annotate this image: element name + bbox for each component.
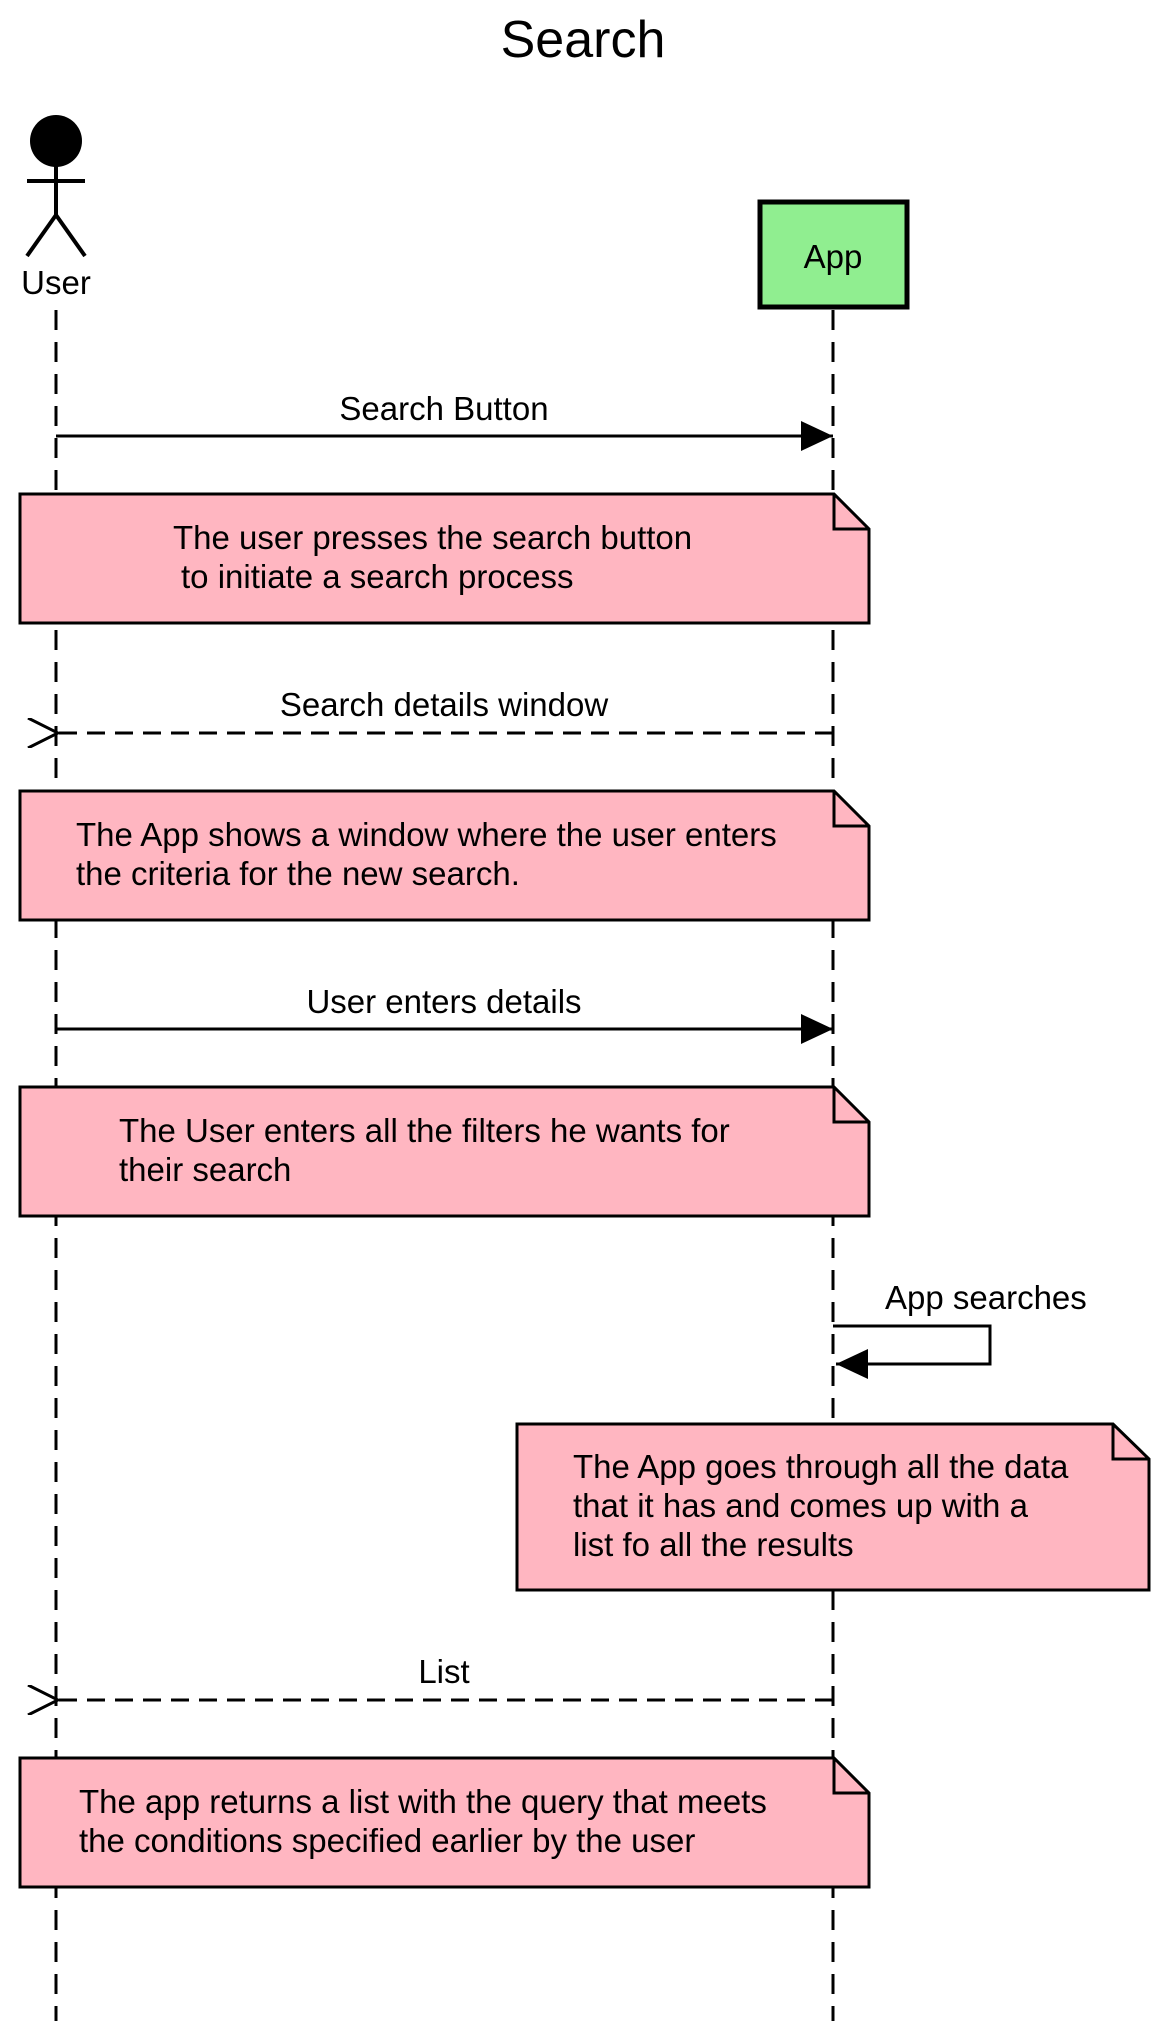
- note-text: The user presses the search button: [173, 519, 692, 556]
- message-label: User enters details: [306, 983, 581, 1020]
- app-participant-label: App: [804, 238, 863, 275]
- note-1: The user presses the search button to in…: [18, 492, 871, 625]
- note-text: The App shows a window where the user en…: [76, 816, 777, 853]
- message-label: App searches: [885, 1279, 1087, 1316]
- user-actor: User: [21, 115, 91, 301]
- note-2: The App shows a window where the user en…: [18, 789, 871, 922]
- app-participant: App: [757, 199, 910, 310]
- note-text: that it has and comes up with a: [573, 1487, 1029, 1524]
- note-text: The app returns a list with the query th…: [79, 1783, 767, 1820]
- diagram-title: Search: [501, 11, 666, 69]
- message-search-details-window: Search details window: [58, 686, 833, 733]
- note-text: The User enters all the filters he wants…: [119, 1112, 730, 1149]
- message-label: Search Button: [339, 390, 548, 427]
- stick-figure-icon: [25, 115, 87, 258]
- message-search-button: Search Button: [56, 390, 833, 451]
- note-text: The App goes through all the data: [573, 1448, 1069, 1485]
- note-text: their search: [119, 1151, 291, 1188]
- note-text: list fo all the results: [573, 1526, 854, 1563]
- note-text: to initiate a search process: [181, 558, 574, 595]
- user-actor-label: User: [21, 264, 91, 301]
- message-list: List: [58, 1653, 833, 1700]
- note-text: the conditions specified earlier by the …: [79, 1822, 695, 1859]
- message-app-searches: App searches: [833, 1279, 1087, 1379]
- note-3: The User enters all the filters he wants…: [18, 1085, 871, 1218]
- note-5: The app returns a list with the query th…: [18, 1756, 871, 1889]
- message-label: List: [418, 1653, 469, 1690]
- note-4: The App goes through all the data that i…: [515, 1422, 1151, 1592]
- note-text: the criteria for the new search.: [76, 855, 520, 892]
- message-user-enters-details: User enters details: [56, 983, 833, 1044]
- message-label: Search details window: [280, 686, 609, 723]
